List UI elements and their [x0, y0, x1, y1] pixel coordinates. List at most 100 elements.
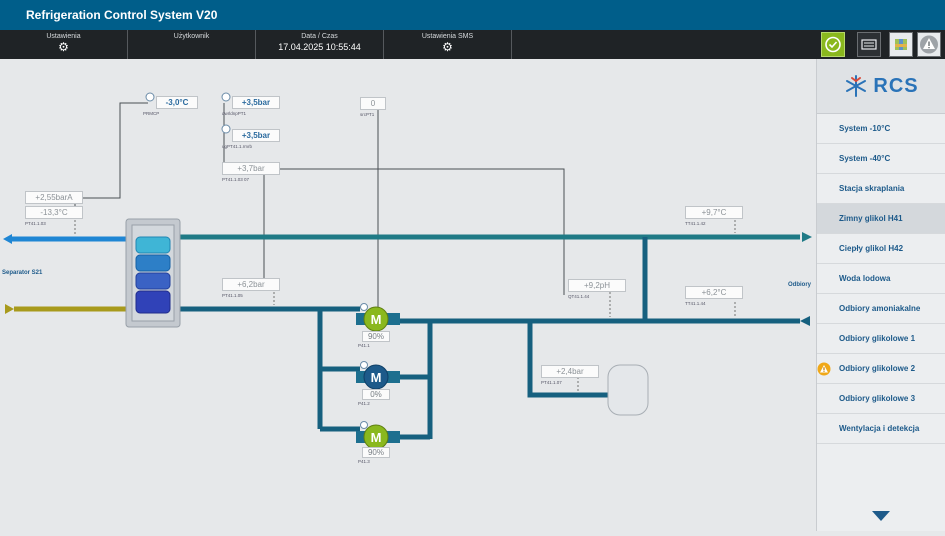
nav-label: Odbiory glikolowe 1: [839, 334, 916, 343]
snowflake-icon: [846, 75, 867, 97]
arrow-right-icon: [5, 304, 14, 314]
signal-line: [75, 102, 148, 199]
chevron-down-icon: [872, 511, 890, 521]
rcs-logo: RCS: [817, 59, 945, 114]
press-255-tag: PT41.1.03: [25, 221, 46, 226]
check-circle-icon: [825, 36, 841, 53]
sms-settings-label: Ustawienia SMS: [421, 33, 474, 40]
nav-cold-glycol-h41[interactable]: Zimny glikol H41: [817, 204, 945, 234]
pump-p41-2-name: P41.2: [358, 401, 370, 406]
expansion-tank: [607, 364, 649, 416]
ph-tag: QT41.1.44: [568, 294, 590, 299]
datetime-label: Data / Czas: [301, 33, 338, 40]
nav-label: System -40°C: [839, 154, 891, 163]
sensor-icon: [221, 124, 231, 134]
signal-line: [264, 168, 565, 295]
heat-exchanger-coil: [135, 290, 171, 314]
press-255-value[interactable]: +2,55barA: [25, 191, 83, 204]
logo-text: RCS: [873, 74, 919, 97]
nav-label: Odbiory glikolowe 2: [839, 364, 916, 373]
temp-top-tag: PRMCP: [143, 111, 160, 116]
pump-p41-3-name: P41.3: [358, 459, 370, 464]
nav-ventilation-detection[interactable]: Wentylacja i detekcja: [817, 414, 945, 444]
temp-62-tag: TT41.1.44: [685, 301, 706, 306]
separator-vessel: [125, 218, 181, 328]
pump-p41-1-speed: 90%: [362, 331, 390, 342]
nav-system-minus10[interactable]: System -10°C: [817, 114, 945, 144]
toolbar-empty: [512, 30, 816, 59]
process-diagram: M M M -3,0°C PRMCP +3,5bar dwrldnpPT1 +3…: [0, 59, 816, 531]
settings-label: Ustawienia: [46, 33, 81, 40]
nav-system-minus40[interactable]: System -40°C: [817, 144, 945, 174]
pump-p41-2-button[interactable]: [362, 363, 392, 389]
heat-exchanger-coil: [135, 236, 171, 254]
sensor-icon: [145, 92, 155, 102]
user-button[interactable]: Użytkownik: [128, 30, 256, 59]
top-toolbar: Ustawienia ⚙ Użytkownik Data / Czas 17.0…: [0, 30, 945, 59]
press-62-value[interactable]: +6,2bar: [222, 278, 280, 291]
arrow-left-icon: [800, 316, 810, 326]
datetime-display[interactable]: Data / Czas 17.04.2025 10:55:44: [256, 30, 384, 59]
navigation-sidebar: RCS System -10°C System -40°C Stacja skr…: [816, 59, 945, 531]
zero-value[interactable]: 0: [360, 97, 386, 110]
sensor-icon: [360, 361, 368, 369]
sensor-icon: [360, 303, 368, 311]
expansion-pipe: [527, 321, 608, 398]
pipework: M M M: [3, 92, 812, 450]
scroll-down-button[interactable]: [817, 501, 945, 531]
app-title-bar: Refrigeration Control System V20: [0, 0, 945, 30]
settings-button[interactable]: Ustawienia ⚙: [0, 30, 128, 59]
temp-97-value[interactable]: +9,7°C: [685, 206, 743, 219]
arrow-right-icon: [802, 232, 812, 242]
nav-label: Wentylacja i detekcja: [839, 424, 920, 433]
press-top2-tag: ugPT41.1.rmrb: [222, 144, 253, 149]
press-24-value[interactable]: +2,4bar: [541, 365, 599, 378]
press-24-tag: PT41.1.07: [541, 380, 562, 385]
ok-status-button[interactable]: [821, 32, 845, 57]
nav-label: Woda lodowa: [839, 274, 891, 283]
warning-icon: [817, 362, 831, 376]
map-icon: [895, 39, 907, 50]
sms-settings-button[interactable]: Ustawienia SMS ⚙: [384, 30, 512, 59]
arrow-left-icon: [3, 234, 12, 244]
pump-p41-1-button[interactable]: [362, 305, 392, 331]
temp-133-value[interactable]: -13,3°C: [25, 206, 83, 219]
pump-p41-1: M: [356, 306, 400, 332]
pump-p41-1-name: P41.1: [358, 343, 370, 348]
temp-top-value[interactable]: -3,0°C: [156, 96, 198, 109]
nav-label: Odbiory amoniakalne: [839, 304, 921, 313]
sensor-icon: [360, 421, 368, 429]
press-37-tag: PT41.1.03 07: [222, 177, 250, 182]
temp-62-value[interactable]: +6,2°C: [685, 286, 743, 299]
nav-ice-water[interactable]: Woda lodowa: [817, 264, 945, 294]
datetime-value: 17.04.2025 10:55:44: [278, 42, 361, 52]
nav-glycol-consumers-3[interactable]: Odbiory glikolowe 3: [817, 384, 945, 414]
nav-label: Odbiory glikolowe 3: [839, 394, 916, 403]
gear-icon: ⚙: [58, 40, 69, 54]
nav-ammonia-consumers[interactable]: Odbiory amoniakalne: [817, 294, 945, 324]
pump-p41-3-button[interactable]: [362, 423, 392, 449]
user-label: Użytkownik: [173, 33, 210, 40]
nav-glycol-consumers-2[interactable]: Odbiory glikolowe 2: [817, 354, 945, 384]
nav-glycol-consumers-1[interactable]: Odbiory glikolowe 1: [817, 324, 945, 354]
nav-condensing-station[interactable]: Stacja skraplania: [817, 174, 945, 204]
pump-p41-3-speed: 90%: [362, 447, 390, 458]
press-top2-value[interactable]: +3,5bar: [232, 129, 280, 142]
language-button[interactable]: [889, 32, 913, 57]
pump-p41-2: M: [356, 364, 400, 390]
app-title: Refrigeration Control System V20: [26, 8, 218, 22]
temp-97-tag: TT41.1.42: [685, 221, 706, 226]
nav-label: Zimny glikol H41: [839, 214, 903, 223]
gear-icon: ⚙: [442, 40, 453, 54]
sensor-icon: [221, 92, 231, 102]
svg-text:M: M: [371, 312, 382, 327]
screen-list-button[interactable]: [857, 32, 881, 57]
pump-p41-2-speed: 0%: [362, 389, 390, 400]
alarm-button[interactable]: [917, 32, 941, 57]
nav-label: System -10°C: [839, 124, 891, 133]
press-37-value[interactable]: +3,7bar: [222, 162, 280, 175]
nav-warm-glycol-h42[interactable]: Ciepły glikol H42: [817, 234, 945, 264]
pump-p41-3: M: [356, 424, 400, 450]
ph-value[interactable]: +9,2pH: [568, 279, 626, 292]
press-top1-value[interactable]: +3,5bar: [232, 96, 280, 109]
